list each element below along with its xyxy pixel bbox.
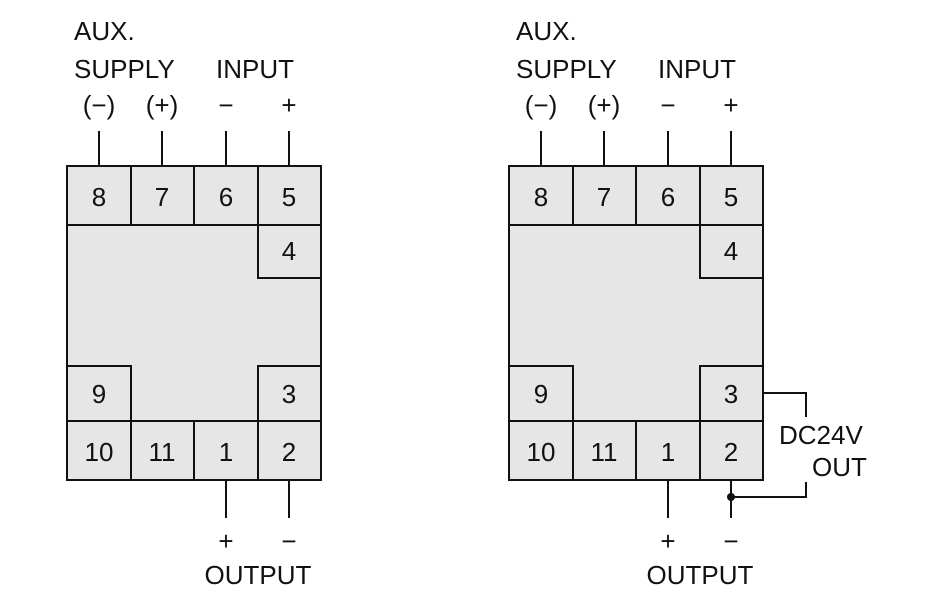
terminal-4: [699, 224, 764, 279]
polarity-terminal-6: −: [218, 90, 233, 120]
polarity-terminal-5: +: [281, 90, 296, 120]
dc24v-wire-terminal-2: [731, 482, 807, 498]
aux-label: AUX.: [74, 16, 135, 46]
polarity-terminal-7: (+): [146, 90, 179, 120]
terminal-number-3: 3: [724, 379, 738, 409]
output-polarity-1: +: [660, 526, 675, 556]
polarity-terminal-7: (+): [588, 90, 621, 120]
terminal-5: [257, 165, 322, 226]
terminal-8: [508, 165, 574, 226]
terminal-number-10: 10: [85, 437, 114, 467]
terminal-9: [66, 365, 132, 422]
terminal-2: [699, 420, 764, 481]
polarity-terminal-8: (−): [525, 90, 558, 120]
terminal-number-9: 9: [534, 379, 548, 409]
terminal-1: [193, 420, 259, 481]
terminal-7: [572, 165, 637, 226]
terminal-2: [257, 420, 322, 481]
terminal-8: [66, 165, 132, 226]
terminal-number-8: 8: [92, 182, 106, 212]
dc-out-label: OUT: [812, 452, 867, 482]
junction-dot: [727, 493, 735, 501]
output-label: OUTPUT: [647, 560, 754, 590]
terminal-number-1: 1: [219, 437, 233, 467]
polarity-terminal-6: −: [660, 90, 675, 120]
terminal-number-5: 5: [282, 182, 296, 212]
terminal-number-4: 4: [282, 236, 296, 266]
input-label: INPUT: [658, 54, 736, 84]
terminal-number-5: 5: [724, 182, 738, 212]
terminal-number-11: 11: [591, 437, 618, 467]
terminal-7: [130, 165, 195, 226]
aux-label: AUX.: [516, 16, 577, 46]
polarity-terminal-8: (−): [83, 90, 116, 120]
terminal-6: [193, 165, 259, 226]
terminal-number-6: 6: [219, 182, 233, 212]
terminal-number-2: 2: [724, 437, 738, 467]
output-polarity-2: −: [723, 526, 738, 556]
terminal-number-6: 6: [661, 182, 675, 212]
dc24v-wire-terminal-3: [763, 392, 807, 417]
terminal-number-4: 4: [724, 236, 738, 266]
terminal-number-9: 9: [92, 379, 106, 409]
terminal-number-10: 10: [527, 437, 556, 467]
diagram-left: AUX. SUPPLY INPUT (−) (+) − + 8 7 6 5 4: [66, 16, 322, 590]
supply-label: SUPPLY: [516, 54, 617, 84]
output-polarity-2: −: [281, 526, 296, 556]
terminal-3: [257, 365, 322, 422]
supply-label: SUPPLY: [74, 54, 175, 84]
terminal-number-1: 1: [661, 437, 675, 467]
terminal-number-8: 8: [534, 182, 548, 212]
output-polarity-1: +: [218, 526, 233, 556]
input-label: INPUT: [216, 54, 294, 84]
terminal-3: [699, 365, 764, 422]
dc24v-label: DC24V: [779, 420, 863, 450]
terminal-number-7: 7: [597, 182, 611, 212]
terminal-number-2: 2: [282, 437, 296, 467]
output-label: OUTPUT: [205, 560, 312, 590]
polarity-terminal-5: +: [723, 90, 738, 120]
diagram-right: AUX. SUPPLY INPUT (−) (+) − + 8 7 6 5 4 …: [508, 16, 867, 590]
terminal-6: [635, 165, 701, 226]
terminal-10: [508, 420, 574, 481]
terminal-number-7: 7: [155, 182, 169, 212]
terminal-11: [130, 420, 195, 481]
terminal-number-3: 3: [282, 379, 296, 409]
terminal-4: [257, 224, 322, 279]
terminal-number-11: 11: [149, 437, 176, 467]
